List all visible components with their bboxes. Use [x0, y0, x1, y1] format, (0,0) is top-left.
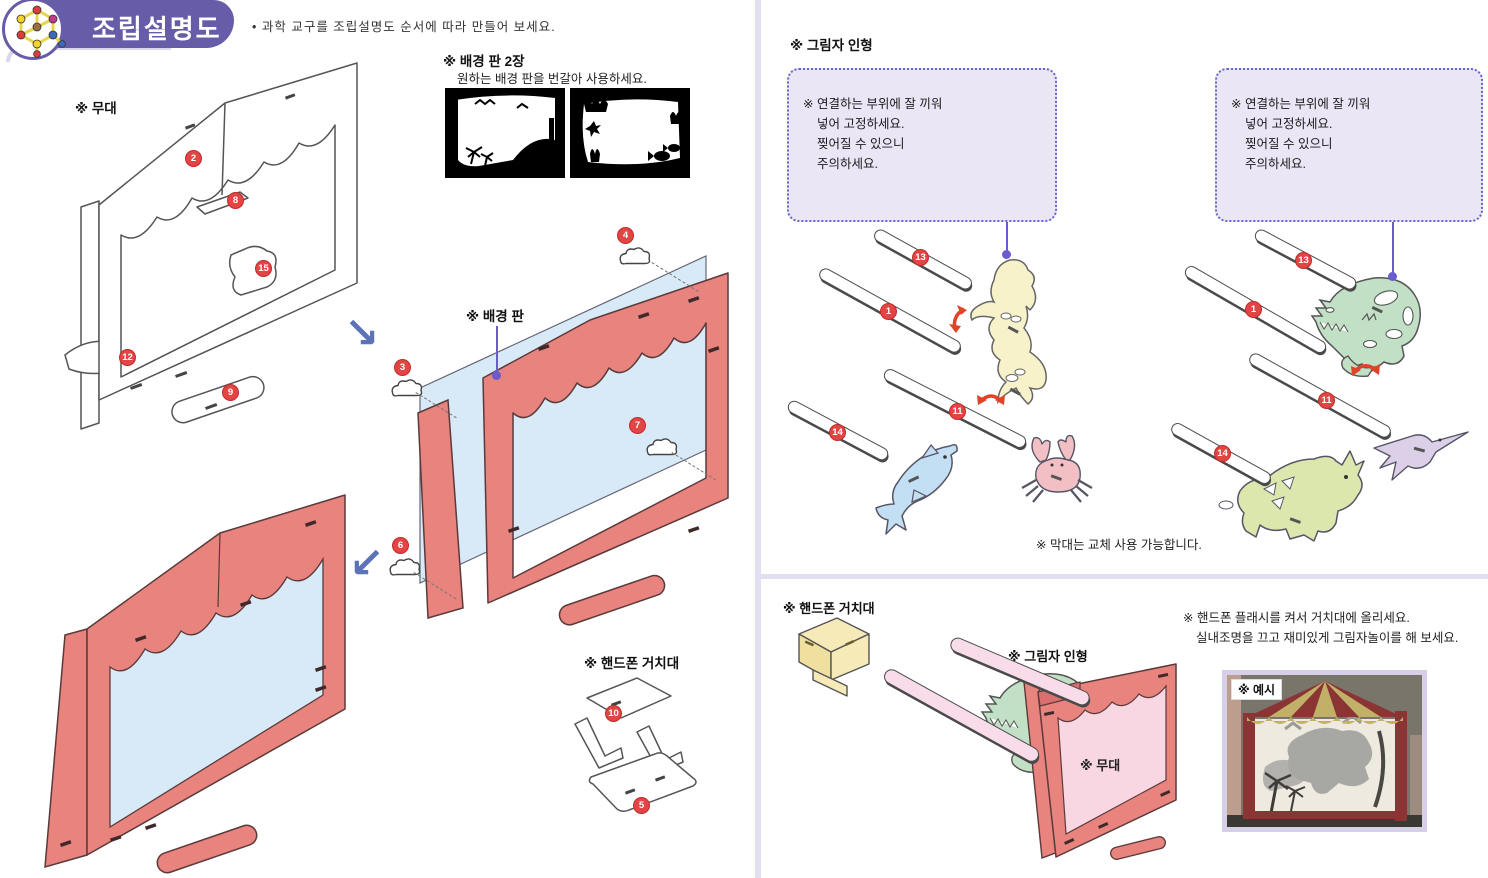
step-arrow-down-right-icon: ↘ — [344, 309, 380, 356]
mermaid-connector-dot — [1002, 250, 1011, 259]
trex-head-puppet — [1311, 277, 1421, 378]
caution-text: ※ 연결하는 부위에 잘 끼워 넣어 고정하세요. 찢어질 수 있으니 주의하세… — [803, 97, 943, 171]
stage-label: ※ 무대 — [75, 101, 117, 116]
triceratops-puppet — [1218, 450, 1365, 542]
backdrop-connector-line — [496, 326, 498, 374]
trex-connector-line — [1392, 222, 1394, 276]
phone-stand-label-bottom: ※ 핸드폰 거치대 — [783, 601, 875, 616]
molecule-logo-icon — [16, 5, 66, 58]
background-panel-undersea — [570, 88, 690, 178]
part-number-7: 7 — [629, 417, 646, 434]
example-photo-art — [1227, 675, 1422, 827]
stage-wireframe-drawing — [64, 62, 358, 430]
part-number-9: 9 — [222, 384, 239, 401]
sticks-note: ※ 막대는 교체 사용 가능합니다. — [1036, 538, 1202, 552]
part-number-1: 1 — [1245, 301, 1262, 318]
mermaid-puppet — [970, 258, 1047, 405]
cloud-clip-4 — [619, 247, 651, 265]
part-number-12: 12 — [119, 349, 136, 366]
part-number-13: 13 — [912, 249, 929, 266]
bg-panels-title: ※ 배경 판 2장 — [443, 54, 525, 69]
caution-text: ※ 연결하는 부위에 잘 끼워 넣어 고정하세요. 찢어질 수 있으니 주의하세… — [1231, 97, 1371, 171]
trex-connector-dot — [1388, 272, 1397, 281]
step-arrow-down-left-icon: ↙ — [349, 539, 385, 586]
caution-box-trex: ※ 연결하는 부위에 잘 끼워 넣어 고정하세요. 찢어질 수 있으니 주의하세… — [1215, 68, 1483, 222]
part-number-4: 4 — [617, 227, 634, 244]
vertical-divider — [755, 0, 761, 878]
rotate-arrow-red-icon — [977, 394, 1005, 405]
backdrop-connector-dot — [492, 371, 501, 380]
part-number-14: 14 — [1214, 445, 1231, 462]
stage-finished-drawing — [44, 494, 346, 874]
flashlight-tip-line1: ※ 핸드폰 플래시를 켜서 거치대에 올리세요. — [1183, 611, 1410, 625]
part-number-2: 2 — [185, 150, 202, 167]
mermaid-connector-line — [1006, 222, 1008, 254]
shadow-puppet-title: ※ 그림자 인형 — [790, 38, 873, 53]
page-title: 조립설명도 — [92, 14, 222, 44]
crab-puppet — [1021, 434, 1093, 503]
part-number-6: 6 — [392, 537, 409, 554]
stage-label-bottom: ※ 무대 — [1080, 758, 1121, 773]
horizontal-divider — [761, 574, 1488, 579]
puppet-label-bottom: ※ 그림자 인형 — [1008, 649, 1088, 664]
part-number-5: 5 — [633, 797, 650, 814]
stage-back-view-drawing — [1023, 663, 1177, 860]
part-number-14: 14 — [829, 424, 846, 441]
part-number-15: 15 — [255, 260, 272, 277]
header-subtitle: • 과학 교구를 조립설명도 순서에 따라 만들어 보세요. — [252, 20, 556, 34]
phone-stand-label: ※ 핸드폰 거치대 — [584, 656, 680, 671]
example-photo: ※ 예시 — [1222, 670, 1427, 832]
dolphin-puppet — [875, 443, 958, 535]
backdrop-label: ※ 배경 판 — [466, 309, 524, 324]
part-number-3: 3 — [394, 359, 411, 376]
phone-stand-wireframe-drawing — [574, 677, 697, 813]
part-number-11: 11 — [949, 403, 966, 420]
part-number-13: 13 — [1295, 252, 1312, 269]
part-number-1: 1 — [880, 303, 897, 320]
part-number-10: 10 — [605, 705, 622, 722]
phone-stand-assembled-drawing — [798, 617, 870, 697]
header-corner-arc — [6, 46, 171, 62]
header: 조립설명도 • 과학 교구를 조립설명도 순서에 따라 만들어 보세요. — [0, 0, 760, 62]
part-number-8: 8 — [227, 192, 244, 209]
bg-panels-subtitle: 원하는 배경 판을 번갈아 사용하세요. — [457, 72, 647, 86]
rotate-arrow-red-icon — [1351, 364, 1380, 376]
rotate-arrow-red-icon — [949, 305, 967, 333]
background-panel-jungle — [445, 88, 565, 178]
pterodactyl-puppet — [1373, 431, 1469, 481]
flashlight-tip-line2: 실내조명을 끄고 재미있게 그림자놀이를 해 보세요. — [1196, 631, 1459, 645]
stage-exploded-drawing — [417, 255, 729, 626]
part-number-11: 11 — [1318, 392, 1335, 409]
caution-box-mermaid: ※ 연결하는 부위에 잘 끼워 넣어 고정하세요. 찢어질 수 있으니 주의하세… — [787, 68, 1057, 222]
example-label: ※ 예시 — [1231, 679, 1283, 700]
